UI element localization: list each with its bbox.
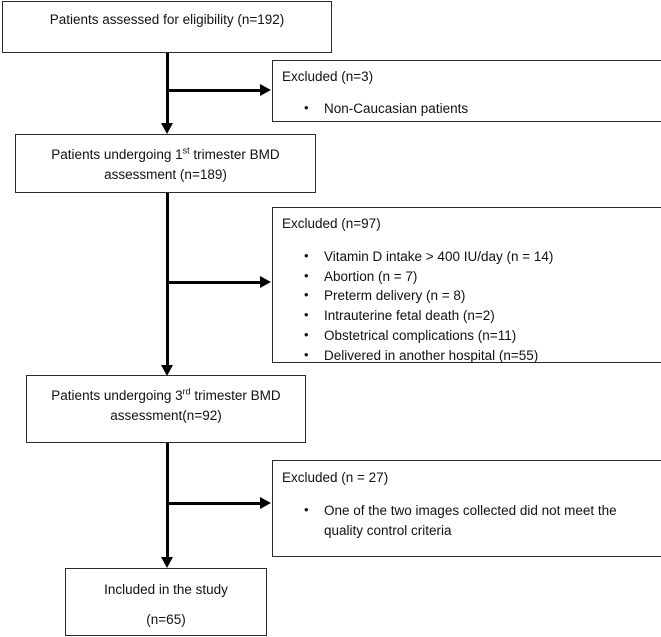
arrowhead-to-excluded2 [260,276,271,288]
node-included-in-study: Included in the study (n=65) [65,568,267,636]
trimester3-ordinal: rd [182,386,191,397]
node-excluded-stage3-heading: Excluded (n = 27) [282,470,389,485]
node-excluded-stage2-list: Vitamin D intake > 400 IU/day (n = 14) A… [282,246,655,367]
node-trimester1-bmd-line2: assessment (n=189) [104,166,227,182]
connector-assessed-to-trimester1 [166,52,169,124]
connector-to-excluded1 [166,89,261,92]
connector-trimester3-to-included [166,443,169,558]
node-trimester3-bmd-line2: assessment(n=92) [110,407,222,423]
trimester3-suffix: trimester BMD [190,388,281,403]
arrowhead-to-trimester1 [161,123,173,134]
trimester1-suffix: trimester BMD [189,147,280,162]
list-item: Delivered in another hospital (n=55) [282,345,655,366]
node-trimester3-bmd-line1: Patients undergoing 3rd trimester BMD [51,386,280,406]
node-excluded-stage1-list: Non-Caucasian patients [282,98,655,119]
node-excluded-stage1: Excluded (n=3) Non-Caucasian patients [272,60,661,122]
arrowhead-to-excluded1 [260,84,271,96]
arrowhead-to-trimester3 [161,365,173,376]
node-excluded-stage3-list: One of the two images collected did not … [282,500,653,541]
list-item: One of the two images collected did not … [282,500,653,541]
node-excluded-stage2-heading: Excluded (n=97) [282,216,381,231]
node-excluded-stage1-heading: Excluded (n=3) [282,69,374,84]
node-included-in-study-line1: Included in the study [104,582,228,597]
connector-to-excluded3 [166,502,261,505]
node-patients-assessed: Patients assessed for eligibility (n=192… [2,1,332,53]
list-item: Intrauterine fetal death (n=2) [282,305,655,326]
list-item: Abortion (n = 7) [282,266,655,287]
arrowhead-to-excluded3 [260,497,271,509]
node-included-in-study-line2: (n=65) [146,611,186,627]
trimester1-ordinal: st [182,145,190,156]
list-item: Preterm delivery (n = 8) [282,285,655,306]
node-trimester1-bmd-line1: Patients undergoing 1st trimester BMD [51,145,279,165]
list-item: Non-Caucasian patients [282,98,655,119]
list-item: Obstetrical complications (n=11) [282,325,655,346]
node-excluded-stage3: Excluded (n = 27) One of the two images … [272,460,661,557]
connector-trimester1-to-trimester3 [166,193,169,366]
list-item: Vitamin D intake > 400 IU/day (n = 14) [282,246,655,267]
node-patients-assessed-label: Patients assessed for eligibility (n=192… [49,12,285,27]
node-excluded-stage2: Excluded (n=97) Vitamin D intake > 400 I… [272,207,661,365]
node-trimester3-bmd: Patients undergoing 3rd trimester BMD as… [26,375,306,443]
arrowhead-to-included [161,557,173,568]
connector-to-excluded2 [166,281,261,284]
trimester1-prefix: Patients undergoing 1 [51,147,183,162]
trimester3-prefix: Patients undergoing 3 [51,388,183,403]
node-trimester1-bmd: Patients undergoing 1st trimester BMD as… [15,134,316,193]
